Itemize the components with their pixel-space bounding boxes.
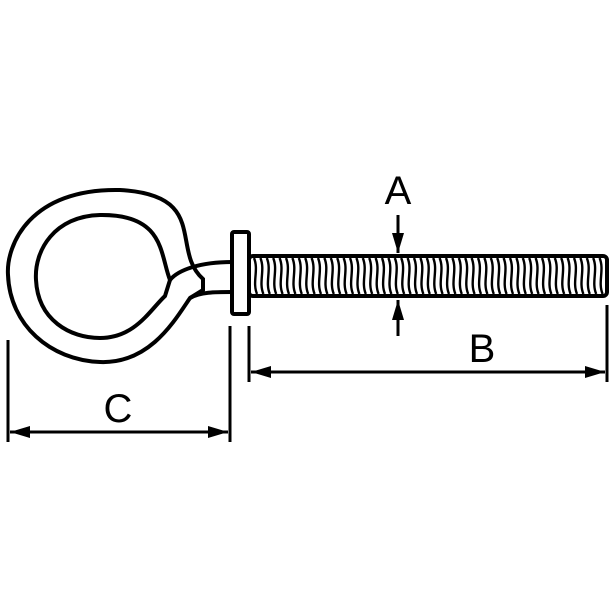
thread-line	[342, 257, 348, 295]
thread-line	[310, 257, 316, 295]
thread-line	[598, 257, 604, 295]
thread-line	[387, 257, 393, 295]
thread-line	[272, 257, 278, 295]
thread-line	[560, 257, 566, 295]
thread-line	[368, 257, 374, 295]
thread-line	[380, 257, 387, 295]
thread-line	[348, 257, 355, 295]
thread-line	[515, 257, 521, 295]
dimension-b: B	[247, 305, 609, 382]
thread-line	[438, 257, 444, 295]
thread-line	[489, 257, 495, 295]
thread-line	[444, 257, 451, 295]
thread-line	[496, 257, 502, 295]
thread-line	[566, 257, 572, 295]
label-b: B	[469, 327, 496, 371]
thread-line	[553, 257, 559, 295]
thread-line	[502, 257, 508, 295]
collar	[230, 230, 251, 316]
thread-line	[419, 257, 425, 295]
thread-line	[547, 257, 553, 295]
thread-line	[304, 257, 310, 295]
thread-line	[355, 257, 361, 295]
dimension-a: A	[385, 169, 412, 336]
thread-line	[336, 257, 342, 295]
thread-line	[393, 257, 399, 295]
thread-line	[528, 257, 534, 295]
thread-line	[374, 257, 380, 295]
thread-line	[406, 257, 412, 295]
thread-line	[259, 257, 265, 295]
thread-line	[329, 257, 335, 295]
thread-line	[412, 257, 419, 295]
thread-line	[572, 257, 579, 295]
thread-line	[592, 257, 598, 295]
label-c: C	[104, 387, 133, 431]
thread-line	[508, 257, 515, 295]
label-a: A	[385, 169, 412, 213]
thread-line	[265, 257, 271, 295]
thread-line	[278, 257, 284, 295]
thread-line	[252, 257, 259, 295]
thread-line	[284, 257, 291, 295]
thread-line	[457, 257, 463, 295]
thread-line	[432, 257, 438, 295]
thread-line	[291, 257, 297, 295]
thread-line	[400, 257, 406, 295]
thread-line	[464, 257, 470, 295]
thread-line	[470, 257, 476, 295]
threaded-shank	[247, 254, 609, 298]
thread-line	[534, 257, 540, 295]
thread-line	[316, 257, 323, 295]
thread-line	[521, 257, 527, 295]
thread-line	[425, 257, 431, 295]
thread-line	[540, 257, 547, 295]
dimension-c: C	[6, 326, 232, 442]
thread-line	[483, 257, 489, 295]
thread-line	[451, 257, 457, 295]
thread-line	[297, 257, 303, 295]
eye-ring	[5, 187, 233, 365]
thread-line	[579, 257, 585, 295]
thread-line	[585, 257, 591, 295]
thread-line	[323, 257, 329, 295]
thread-line	[476, 257, 483, 295]
thread-line	[361, 257, 367, 295]
